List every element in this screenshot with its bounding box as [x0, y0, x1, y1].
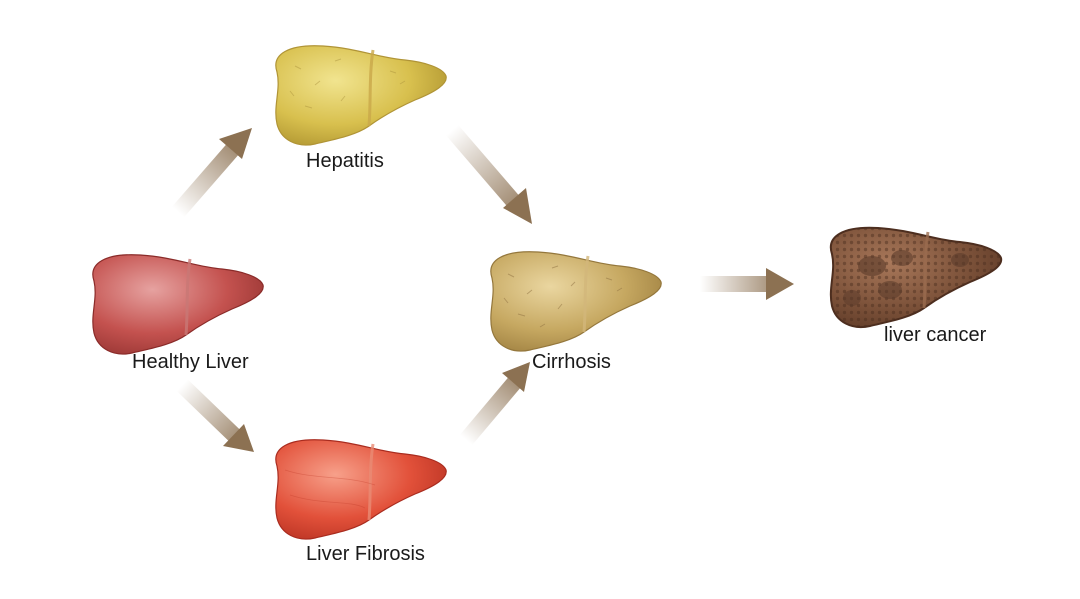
label-liver-cancer: liver cancer — [884, 324, 987, 346]
liver-hepatitis-image — [275, 45, 447, 146]
label-hepatitis: Hepatitis — [306, 150, 384, 172]
arrow-healthy-to-fibrosis — [176, 379, 254, 452]
liver-fibrosis-image — [275, 439, 447, 540]
liver-healthy-image — [92, 254, 264, 355]
arrow-cirrhosis-to-cancer — [700, 268, 794, 300]
arrow-fibrosis-to-cirrhosis — [459, 362, 530, 446]
arrow-hepatitis-to-cirrhosis — [445, 124, 532, 224]
arrow-healthy-to-hepatitis — [171, 128, 252, 218]
liver-cancer-image — [829, 226, 1003, 329]
liver-cirrhosis-image — [490, 251, 662, 352]
label-liver-fibrosis: Liver Fibrosis — [306, 543, 425, 565]
label-cirrhosis: Cirrhosis — [532, 351, 611, 373]
label-healthy-liver: Healthy Liver — [132, 351, 249, 373]
